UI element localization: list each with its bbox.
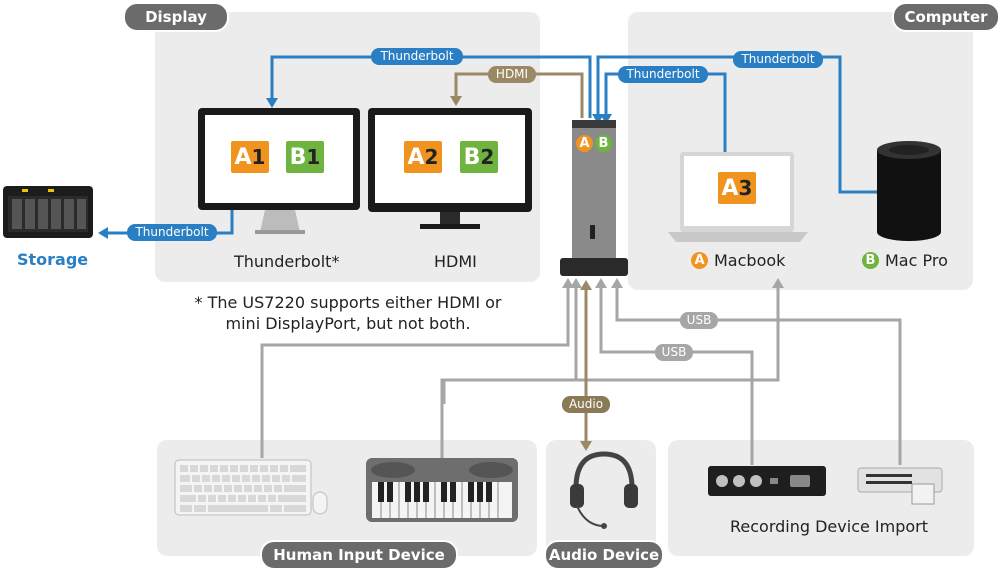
keyboard-icon <box>174 459 312 516</box>
screen-item-a2-letter: A <box>407 145 425 170</box>
cable-tag-usb-2: USB <box>655 344 693 361</box>
thunderbolt-monitor-label: Thunderbolt* <box>234 252 340 271</box>
display-section-label: Display <box>123 2 229 32</box>
cable-tag-audio: Audio <box>562 396 610 413</box>
screen-item-a3-letter: A <box>721 176 739 201</box>
screen-item-a1: A1 <box>231 141 269 173</box>
cable-tag-thunderbolt-display: Thunderbolt <box>371 48 463 65</box>
arrow-audio-bottom <box>580 441 592 451</box>
piano-keyboard-icon <box>366 458 518 522</box>
macbook-badge: A <box>691 252 708 269</box>
hdmi-monitor-icon <box>368 108 532 229</box>
compatibility-note-line1: * The US7220 supports either HDMI or <box>194 293 502 312</box>
arrow-thunderbolt-macbook <box>600 114 612 124</box>
macpro-label: Mac Pro <box>885 251 948 270</box>
cable-tag-thunderbolt-macbook: Thunderbolt <box>618 66 708 83</box>
arrow-usb-keyboard <box>562 278 574 288</box>
cable-tag-usb-1: USB <box>680 312 718 329</box>
screen-item-b2-letter: B <box>463 145 481 170</box>
storage-device-icon <box>3 186 93 238</box>
screen-item-a2: A2 <box>404 141 442 173</box>
arrow-usb-recording <box>595 278 607 288</box>
compatibility-note: * The US7220 supports either HDMI or min… <box>168 292 528 334</box>
screen-item-a1-number: 1 <box>251 145 266 169</box>
hdmi-monitor-label: HDMI <box>434 252 477 271</box>
cable-usb-macbook <box>442 282 780 404</box>
screen-item-a2-number: 2 <box>424 145 439 169</box>
macpro-badge: B <box>862 252 879 269</box>
arrow-hdmi <box>450 96 462 106</box>
arrow-thunderbolt-macpro <box>592 114 604 124</box>
cable-tag-thunderbolt-macpro: Thunderbolt <box>733 51 823 68</box>
arrow-audio-top <box>580 280 592 290</box>
cable-thunderbolt-macpro <box>596 55 877 194</box>
screen-item-a3-number: 3 <box>738 176 753 200</box>
arrow-thunderbolt-display <box>266 98 278 108</box>
dock-port-b-badge: B <box>595 135 612 152</box>
human-input-section-label: Human Input Device <box>260 540 458 570</box>
headphones-icon <box>570 451 638 529</box>
thunderbolt-monitor-icon <box>198 108 360 234</box>
screen-item-a1-letter: A <box>234 145 252 170</box>
arrow-usb-cardreader <box>611 278 623 288</box>
recording-device-label: Recording Device Import <box>730 517 929 536</box>
arrow-usb-macbook <box>772 278 784 288</box>
macbook-label: Macbook <box>714 251 786 270</box>
arrow-usb-piano <box>570 278 582 288</box>
arrow-thunderbolt-storage <box>98 227 108 239</box>
cable-tag-hdmi: HDMI <box>488 66 536 83</box>
screen-item-b2-number: 2 <box>480 145 495 169</box>
computer-section-label: Computer <box>892 2 1000 32</box>
screen-item-a3: A3 <box>718 172 756 204</box>
cable-usb-cardreader <box>615 282 902 465</box>
audio-section-label: Audio Device <box>544 540 664 570</box>
storage-label: Storage <box>17 250 89 269</box>
dock-icon <box>560 120 628 276</box>
card-reader-icon <box>857 467 943 505</box>
screen-item-b1-letter: B <box>289 145 307 170</box>
dock-port-a-badge: A <box>576 135 593 152</box>
screen-item-b2: B2 <box>460 141 498 173</box>
cable-thunderbolt-macbook <box>604 72 727 152</box>
cable-usb-keyboard <box>260 282 570 458</box>
mouse-icon <box>312 491 328 515</box>
video-capture-icon <box>708 466 826 496</box>
screen-item-b1: B1 <box>286 141 324 173</box>
screen-item-b1-number: 1 <box>306 145 321 169</box>
cable-tag-thunderbolt-storage: Thunderbolt <box>127 224 217 241</box>
cable-usb-recording <box>599 282 754 465</box>
mac-pro-icon <box>877 141 941 241</box>
compatibility-note-line2: mini DisplayPort, but not both. <box>225 314 471 333</box>
